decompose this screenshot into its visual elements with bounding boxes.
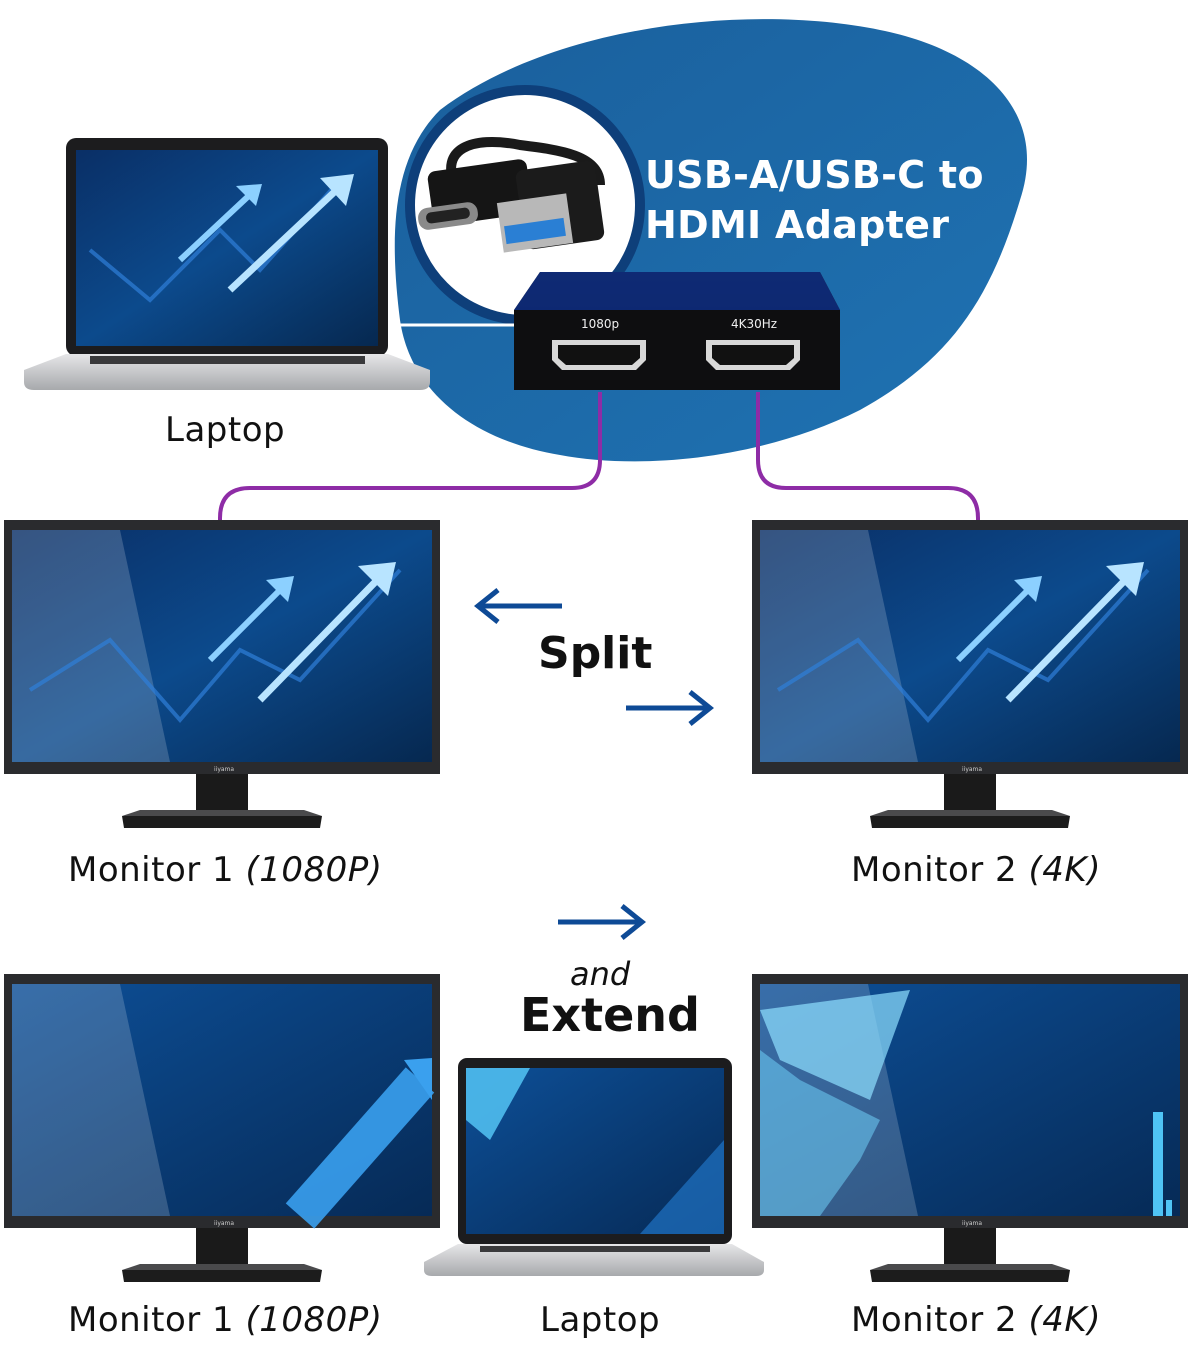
monitor1-resolution: (1080P) bbox=[245, 1300, 383, 1340]
monitor1-label-bottom: Monitor 1 (1080P) bbox=[68, 1300, 383, 1340]
extend-label: Extend bbox=[520, 988, 700, 1042]
monitor-1-top bbox=[4, 520, 440, 828]
arrow-right-icon bbox=[626, 690, 715, 726]
product-title-line1: USB-A/USB-C to bbox=[645, 153, 984, 197]
cable-monitor1 bbox=[218, 392, 602, 524]
monitor2-name: Monitor 2 bbox=[851, 1300, 1018, 1340]
monitor2-label-bottom: Monitor 2 (4K) bbox=[851, 1300, 1101, 1340]
monitor1-label-top: Monitor 1 (1080P) bbox=[68, 850, 383, 890]
laptop-label-bottom: Laptop bbox=[540, 1300, 661, 1340]
monitor1-name: Monitor 1 bbox=[68, 1300, 235, 1340]
cable-monitor2 bbox=[756, 392, 980, 524]
monitor2-name: Monitor 2 bbox=[851, 850, 1018, 890]
monitor-brand: iiyama bbox=[214, 1220, 235, 1227]
laptop-label-top: Laptop bbox=[165, 410, 286, 450]
product-title-line2: HDMI Adapter bbox=[645, 203, 950, 247]
port-label-right: 4K30Hz bbox=[731, 317, 778, 331]
hdmi-adapter bbox=[514, 272, 840, 390]
laptop-bottom bbox=[424, 1058, 764, 1276]
monitor-1-bottom bbox=[4, 974, 440, 1282]
monitor2-label-top: Monitor 2 (4K) bbox=[851, 850, 1101, 890]
plug-circle bbox=[405, 85, 645, 325]
monitor-brand: iiyama bbox=[962, 766, 983, 773]
usb-a-plug-icon bbox=[496, 160, 605, 253]
product-title: USB-A/USB-C to HDMI Adapter bbox=[645, 150, 984, 250]
and-label: and bbox=[570, 955, 631, 993]
monitor-brand: iiyama bbox=[962, 1220, 983, 1227]
hdmi-port-icon bbox=[706, 340, 800, 370]
hdmi-port-icon bbox=[552, 340, 646, 370]
arrow-left-icon bbox=[473, 588, 562, 624]
arrow-right-icon bbox=[558, 904, 647, 940]
monitor2-resolution: (4K) bbox=[1028, 850, 1101, 890]
port-label-left: 1080p bbox=[581, 317, 620, 331]
split-label: Split bbox=[538, 628, 653, 679]
monitor1-resolution: (1080P) bbox=[245, 850, 383, 890]
monitor-brand: iiyama bbox=[214, 766, 235, 773]
monitor-2-top bbox=[752, 520, 1188, 828]
monitor2-resolution: (4K) bbox=[1028, 1300, 1101, 1340]
monitor-2-bottom bbox=[752, 974, 1188, 1282]
monitor1-name: Monitor 1 bbox=[68, 850, 235, 890]
laptop-top bbox=[24, 138, 430, 390]
